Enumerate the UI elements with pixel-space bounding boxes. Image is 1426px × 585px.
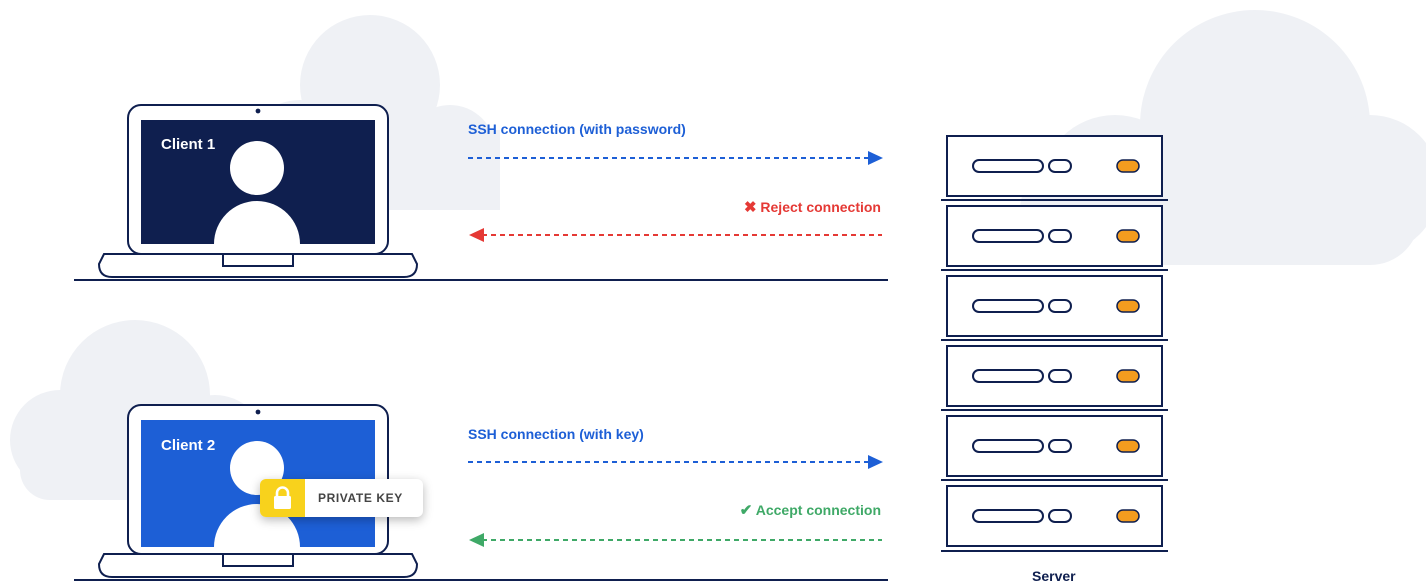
laptop-client1 [97,104,419,278]
server-unit [946,345,1163,407]
server-unit [946,135,1163,197]
server-unit [946,275,1163,337]
lock-icon [260,479,305,517]
client2-response-label: ✔ Accept connection [739,502,881,519]
laptop-client2 [97,404,419,578]
private-key-badge: PRIVATE KEY [260,479,423,517]
arrow-client1-request [468,151,883,165]
server-unit [946,205,1163,267]
client2-label: Client 2 [161,437,216,454]
user-icon [214,141,300,244]
arrow-client2-request [468,455,883,469]
arrow-client1-response [469,228,882,242]
client2-request-label: SSH connection (with key) [468,426,644,442]
server-unit [946,485,1163,547]
server-rack [941,135,1168,552]
client1-response-label: ✖ Reject connection [743,199,881,216]
client1-label: Client 1 [161,136,216,153]
server-label: Server [1032,568,1076,584]
server-unit [946,415,1163,477]
arrow-client2-response [469,533,882,547]
cross-icon: ✖ [743,199,757,216]
checkmark-icon: ✔ [739,502,753,519]
client1-request-label: SSH connection (with password) [468,121,686,137]
private-key-label: PRIVATE KEY [318,491,403,505]
